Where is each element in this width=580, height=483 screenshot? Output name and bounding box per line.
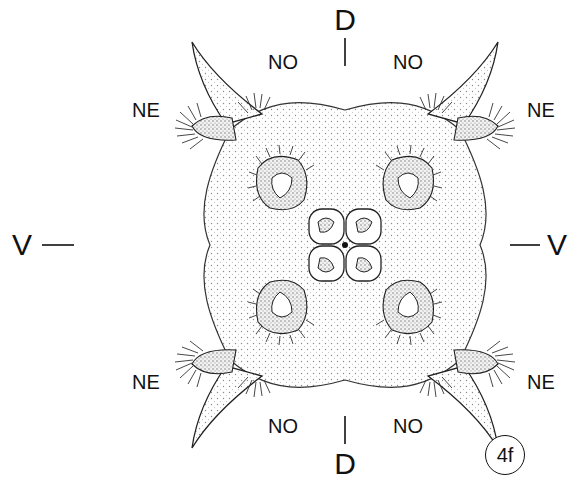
part-label: NE	[132, 372, 160, 392]
part-label: NE	[527, 372, 555, 392]
axis-label: D	[334, 5, 356, 35]
part-label: NE	[527, 100, 555, 120]
figure-number: 4f	[497, 445, 514, 465]
figure-number-circle: 4f	[485, 435, 525, 475]
part-label: NO	[393, 416, 423, 436]
axis-label: D	[334, 449, 356, 479]
part-label: NO	[268, 52, 298, 72]
axis-label: V	[547, 230, 567, 260]
part-label: NO	[393, 52, 423, 72]
part-label: NE	[132, 100, 160, 120]
axis-label: V	[12, 230, 32, 260]
part-label: NO	[268, 416, 298, 436]
